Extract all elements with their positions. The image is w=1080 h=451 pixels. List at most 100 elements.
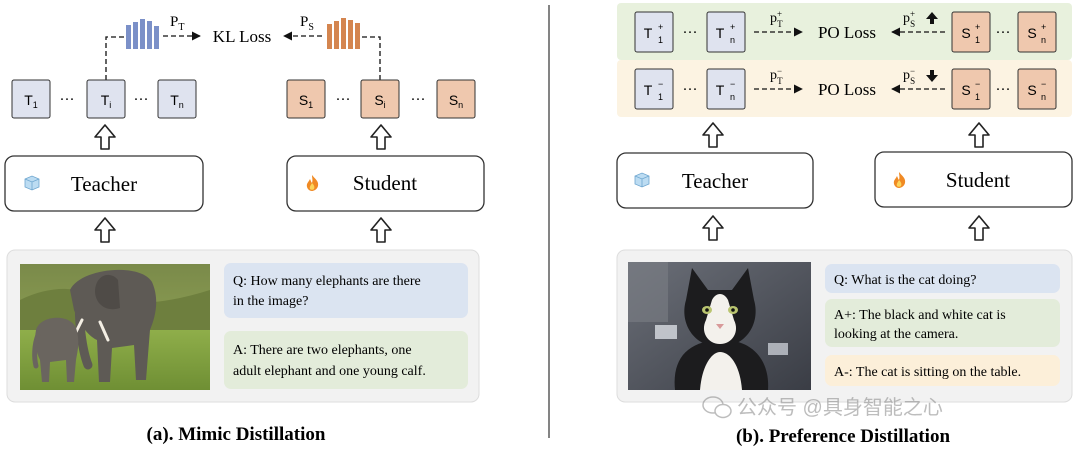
- student-bar: [348, 20, 353, 49]
- student-bar: [341, 18, 346, 49]
- student-token: Si: [360, 79, 400, 119]
- svg-text:T: T: [716, 25, 725, 41]
- ellipsis: ···: [683, 82, 698, 98]
- svg-text:T: T: [716, 82, 725, 98]
- teacher-token: T − n: [706, 68, 746, 110]
- svg-text:n: n: [1041, 92, 1046, 102]
- svg-text:Tn: Tn: [170, 92, 184, 110]
- prob-student-neg-label: p−S: [903, 66, 915, 86]
- svg-text:1: 1: [658, 92, 663, 102]
- prob-teacher-pos-label: p+T: [770, 9, 783, 29]
- watermark: 公众号 @具身智能之心: [702, 396, 943, 419]
- student-label: Student: [946, 168, 1010, 192]
- positive-answer-text-line: looking at the camera.: [834, 327, 958, 342]
- svg-text:S: S: [961, 25, 970, 41]
- ellipsis: ···: [411, 92, 426, 108]
- svg-text:T: T: [644, 25, 653, 41]
- student-token: S − n: [1017, 68, 1057, 110]
- teacher-label: Teacher: [682, 169, 748, 193]
- student-token: S1: [286, 79, 326, 119]
- student-label: Student: [353, 171, 417, 195]
- question-text-line: in the image?: [233, 294, 308, 309]
- svg-text:−: −: [730, 79, 735, 89]
- hollow-up-arrow-icon: [370, 217, 392, 243]
- fire-icon: [893, 172, 906, 188]
- positive-row: T + 1 ··· T + n p+T PO Loss p+S S + 1: [634, 9, 1057, 53]
- teacher-token: Ti: [86, 79, 126, 119]
- svg-text:+: +: [1041, 22, 1046, 32]
- student-bar: [334, 21, 339, 49]
- teacher-token: Tn: [157, 79, 197, 119]
- answer-text-line: adult elephant and one young calf.: [233, 364, 426, 379]
- svg-text:Si: Si: [374, 92, 385, 110]
- po-loss-top-label: PO Loss: [818, 23, 876, 42]
- svg-text:+: +: [658, 22, 663, 32]
- positive-answer-text-line: A+: The black and white cat is: [834, 308, 1006, 323]
- teacher-bar: [140, 19, 145, 49]
- student-token: S + 1: [951, 11, 991, 53]
- svg-text:1: 1: [975, 92, 980, 102]
- svg-text:n: n: [1041, 35, 1046, 45]
- kl-loss-label: KL Loss: [213, 27, 271, 46]
- teacher-bar: [154, 26, 159, 49]
- answer-bubble: [224, 331, 468, 389]
- teacher-probability-bars: [126, 19, 159, 49]
- ellipsis: ···: [336, 92, 351, 108]
- teacher-token: T1: [11, 79, 51, 119]
- prob-student-pos-label: p+S: [903, 9, 915, 29]
- question-bubble: [224, 263, 468, 318]
- hollow-up-arrow-icon: [968, 215, 990, 241]
- caption-mimic-distillation: (a). Mimic Distillation: [147, 424, 326, 445]
- teacher-bar: [126, 25, 131, 49]
- ellipsis: ···: [996, 82, 1011, 98]
- hollow-up-arrow-icon: [370, 124, 392, 150]
- student-token: S + n: [1017, 11, 1057, 53]
- watermark-text: 公众号 @具身智能之心: [737, 396, 943, 419]
- hollow-up-arrow-icon: [94, 217, 116, 243]
- preference-distillation-panel: T + 1 ··· T + n p+T PO Loss p+S S + 1: [616, 3, 1073, 447]
- student-model-box: Student: [874, 151, 1073, 208]
- student-token: S − 1: [951, 68, 991, 110]
- svg-text:+: +: [975, 22, 980, 32]
- teacher-bar: [147, 21, 152, 49]
- svg-text:1: 1: [975, 35, 980, 45]
- hollow-up-arrow-icon: [702, 122, 724, 148]
- negative-row: T − 1 ··· T − n p−T PO Loss p−S S − 1: [634, 66, 1057, 110]
- svg-text:T1: T1: [24, 92, 38, 110]
- student-bar: [327, 24, 332, 49]
- teacher-prob-label: PT: [170, 14, 184, 33]
- svg-text:Ti: Ti: [101, 92, 112, 110]
- elephant-image: [20, 264, 210, 390]
- student-probability-bars: [327, 18, 360, 49]
- question-text-line: Q: How many elephants are there: [233, 274, 421, 289]
- negative-answer-text: A-: The cat is sitting on the table.: [834, 365, 1021, 380]
- mimic-distillation-panel: PT PS KL Loss T1 ··· Ti ··· Tn: [4, 14, 485, 445]
- student-token-row: S1 ··· Si ··· Sn: [286, 79, 476, 119]
- ellipsis: ···: [60, 92, 75, 108]
- ellipsis: ···: [683, 25, 698, 41]
- svg-text:+: +: [730, 22, 735, 32]
- ice-cube-icon: [24, 175, 40, 191]
- teacher-bar: [133, 22, 138, 49]
- svg-text:n: n: [730, 35, 735, 45]
- question-text: Q: What is the cat doing?: [834, 273, 976, 288]
- svg-text:Sn: Sn: [449, 92, 463, 110]
- teacher-token: T − 1: [634, 68, 674, 110]
- teacher-token: T + 1: [634, 11, 674, 53]
- ellipsis: ···: [134, 92, 149, 108]
- student-model-box: Student: [286, 155, 485, 212]
- hollow-up-arrow-icon: [702, 215, 724, 241]
- svg-text:n: n: [730, 92, 735, 102]
- student-token: Sn: [436, 79, 476, 119]
- ice-cube-icon: [634, 172, 650, 188]
- svg-text:T: T: [644, 82, 653, 98]
- svg-text:S: S: [961, 82, 970, 98]
- po-loss-bottom-label: PO Loss: [818, 80, 876, 99]
- hollow-up-arrow-icon: [94, 124, 116, 150]
- svg-text:−: −: [658, 79, 663, 89]
- answer-text-line: A: There are two elephants, one: [233, 343, 412, 358]
- student-token-to-bars-connector: [361, 36, 381, 80]
- positive-answer-bubble: [825, 299, 1060, 347]
- chat-bubble-icon: [702, 396, 732, 419]
